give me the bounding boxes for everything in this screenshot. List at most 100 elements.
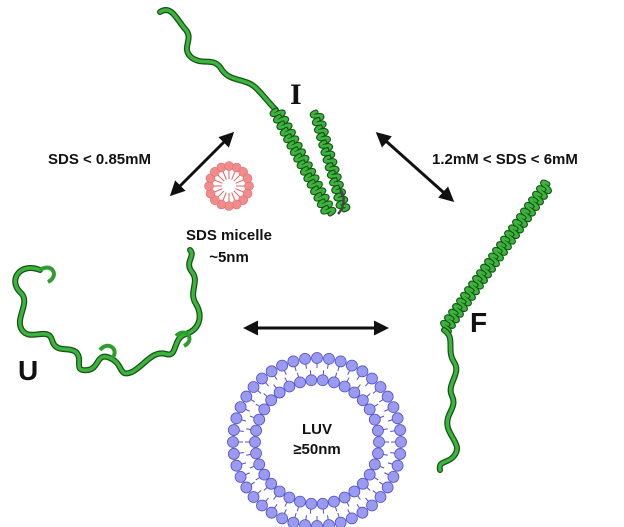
unfolded-protein (12, 247, 203, 377)
helix-turn-highlight (461, 292, 471, 306)
helix-turn-highlight (321, 148, 335, 159)
helix-turn-highlight (541, 180, 551, 193)
lipid-head-outer (287, 355, 300, 368)
intermediate-helix-2 (309, 109, 351, 213)
helix-turn-highlight (445, 315, 455, 328)
lipid-head-inner (305, 497, 318, 510)
helix-turn-highlight (280, 128, 295, 138)
lipid-head-inner (368, 413, 381, 426)
lipid-head-inner (253, 458, 266, 471)
lipid-head-inner (253, 413, 266, 426)
state-label-unfolded: U (18, 355, 38, 386)
helix-turn-highlight (311, 186, 326, 196)
lipid-head-outer (240, 390, 253, 403)
lipid-head-outer (387, 401, 400, 414)
helix-turn-highlight (325, 163, 339, 174)
lipid-head-outer (387, 470, 400, 483)
lipid-head-outer (356, 365, 369, 378)
lipid-head-outer (265, 365, 278, 378)
lipid-head-outer (311, 352, 323, 364)
lipid-head-outer (345, 359, 358, 372)
intermediate-protein (157, 7, 351, 217)
helix-turn-highlight (509, 225, 519, 238)
helix-turn-highlight (517, 214, 527, 227)
helix-turn-highlight (469, 281, 479, 295)
intermediate-disordered-tail-highlight (158, 8, 278, 112)
helix-turn-highlight (270, 108, 285, 118)
lipid-head-inner (356, 394, 369, 407)
lipid-head-outer (391, 412, 404, 425)
helix-turn-highlight (505, 231, 515, 244)
lipid-head-outer (299, 352, 311, 365)
lipid-head-inner (363, 403, 376, 416)
helix-turn-highlight (277, 121, 292, 131)
state-label-intermediate: I (290, 78, 302, 111)
intermediate-helix-1 (269, 107, 337, 217)
lipid-head-outer (334, 516, 347, 527)
lipid-head-inner (283, 491, 296, 504)
helix-turn-highlight (294, 154, 309, 164)
lipid-head-outer (256, 499, 268, 512)
helix-turn-highlight (314, 193, 329, 203)
unfolded-coil (13, 248, 202, 376)
lipid-head-inner (273, 386, 286, 399)
lipid-head-inner (249, 436, 261, 448)
lipid-head-outer (265, 506, 278, 519)
arrow-i-to-u (169, 131, 235, 197)
helix-turn-highlight (304, 173, 319, 183)
lipid-head-outer (323, 519, 335, 527)
lipid-head-outer (381, 390, 394, 403)
vesicle-size: ≥50nm (293, 441, 340, 458)
lipid-head-inner (316, 497, 329, 510)
folded-protein (436, 179, 552, 473)
lipid-head-inner (348, 386, 361, 399)
helix-turn-highlight (307, 180, 322, 190)
intermediate-disordered-tail (157, 7, 279, 113)
lipid-head-outer (374, 491, 387, 503)
helix-turn-highlight (323, 155, 337, 167)
helix-turn-highlight (315, 125, 328, 137)
lipid-head-outer (394, 448, 407, 460)
lipid-head-inner (265, 394, 278, 407)
lipid-head-outer (256, 372, 268, 385)
helix-turn-highlight (310, 110, 324, 121)
micelle-size: ~5nm (209, 249, 249, 266)
lipid-head-inner (316, 374, 329, 387)
helix-turn-highlight (301, 167, 315, 177)
lipid-head-outer (247, 491, 260, 503)
lipid-head-outer (227, 424, 240, 436)
lipid-head-outer (240, 481, 253, 494)
lipid-head-inner (250, 424, 262, 437)
helix-turn-highlight (533, 191, 543, 205)
condition-mid-sds: 1.2mM < SDS < 6mM (432, 151, 578, 168)
helix-turn-highlight (529, 197, 539, 210)
helix-turn-highlight (321, 206, 336, 216)
luv-vesicle-icon (227, 352, 407, 527)
lipid-head-outer (366, 372, 378, 385)
lipid-head-outer (334, 355, 347, 368)
lipid-head-inner (258, 468, 271, 481)
lipid-head-inner (338, 491, 351, 504)
helix-turn-highlight (481, 264, 491, 278)
helix-turn-highlight (453, 304, 463, 317)
lipid-head-inner (294, 376, 306, 389)
helix-turn-highlight (521, 208, 531, 222)
condition-low-sds: SDS < 0.85mM (48, 151, 151, 168)
helix-turn-highlight (330, 178, 343, 189)
helix-turn-highlight (457, 298, 467, 311)
helix-turn-highlight (497, 242, 507, 255)
helix-turn-highlight (328, 170, 341, 182)
helix-turn-highlight (485, 259, 495, 272)
helix-turn-highlight (489, 253, 499, 266)
lipid-head-outer (287, 516, 300, 527)
lipid-head-inner (363, 468, 376, 481)
helix-turn-highlight (317, 133, 330, 144)
lipid-head-inner (356, 477, 369, 490)
helix-turn-highlight (319, 140, 332, 152)
lipid-head-outer (391, 459, 404, 472)
helix-turn-highlight (287, 141, 302, 151)
lipid-head-inner (250, 447, 262, 460)
lipid-head-inner (338, 380, 351, 393)
lipid-head-outer (323, 352, 335, 365)
lipid-head-outer (345, 512, 358, 525)
